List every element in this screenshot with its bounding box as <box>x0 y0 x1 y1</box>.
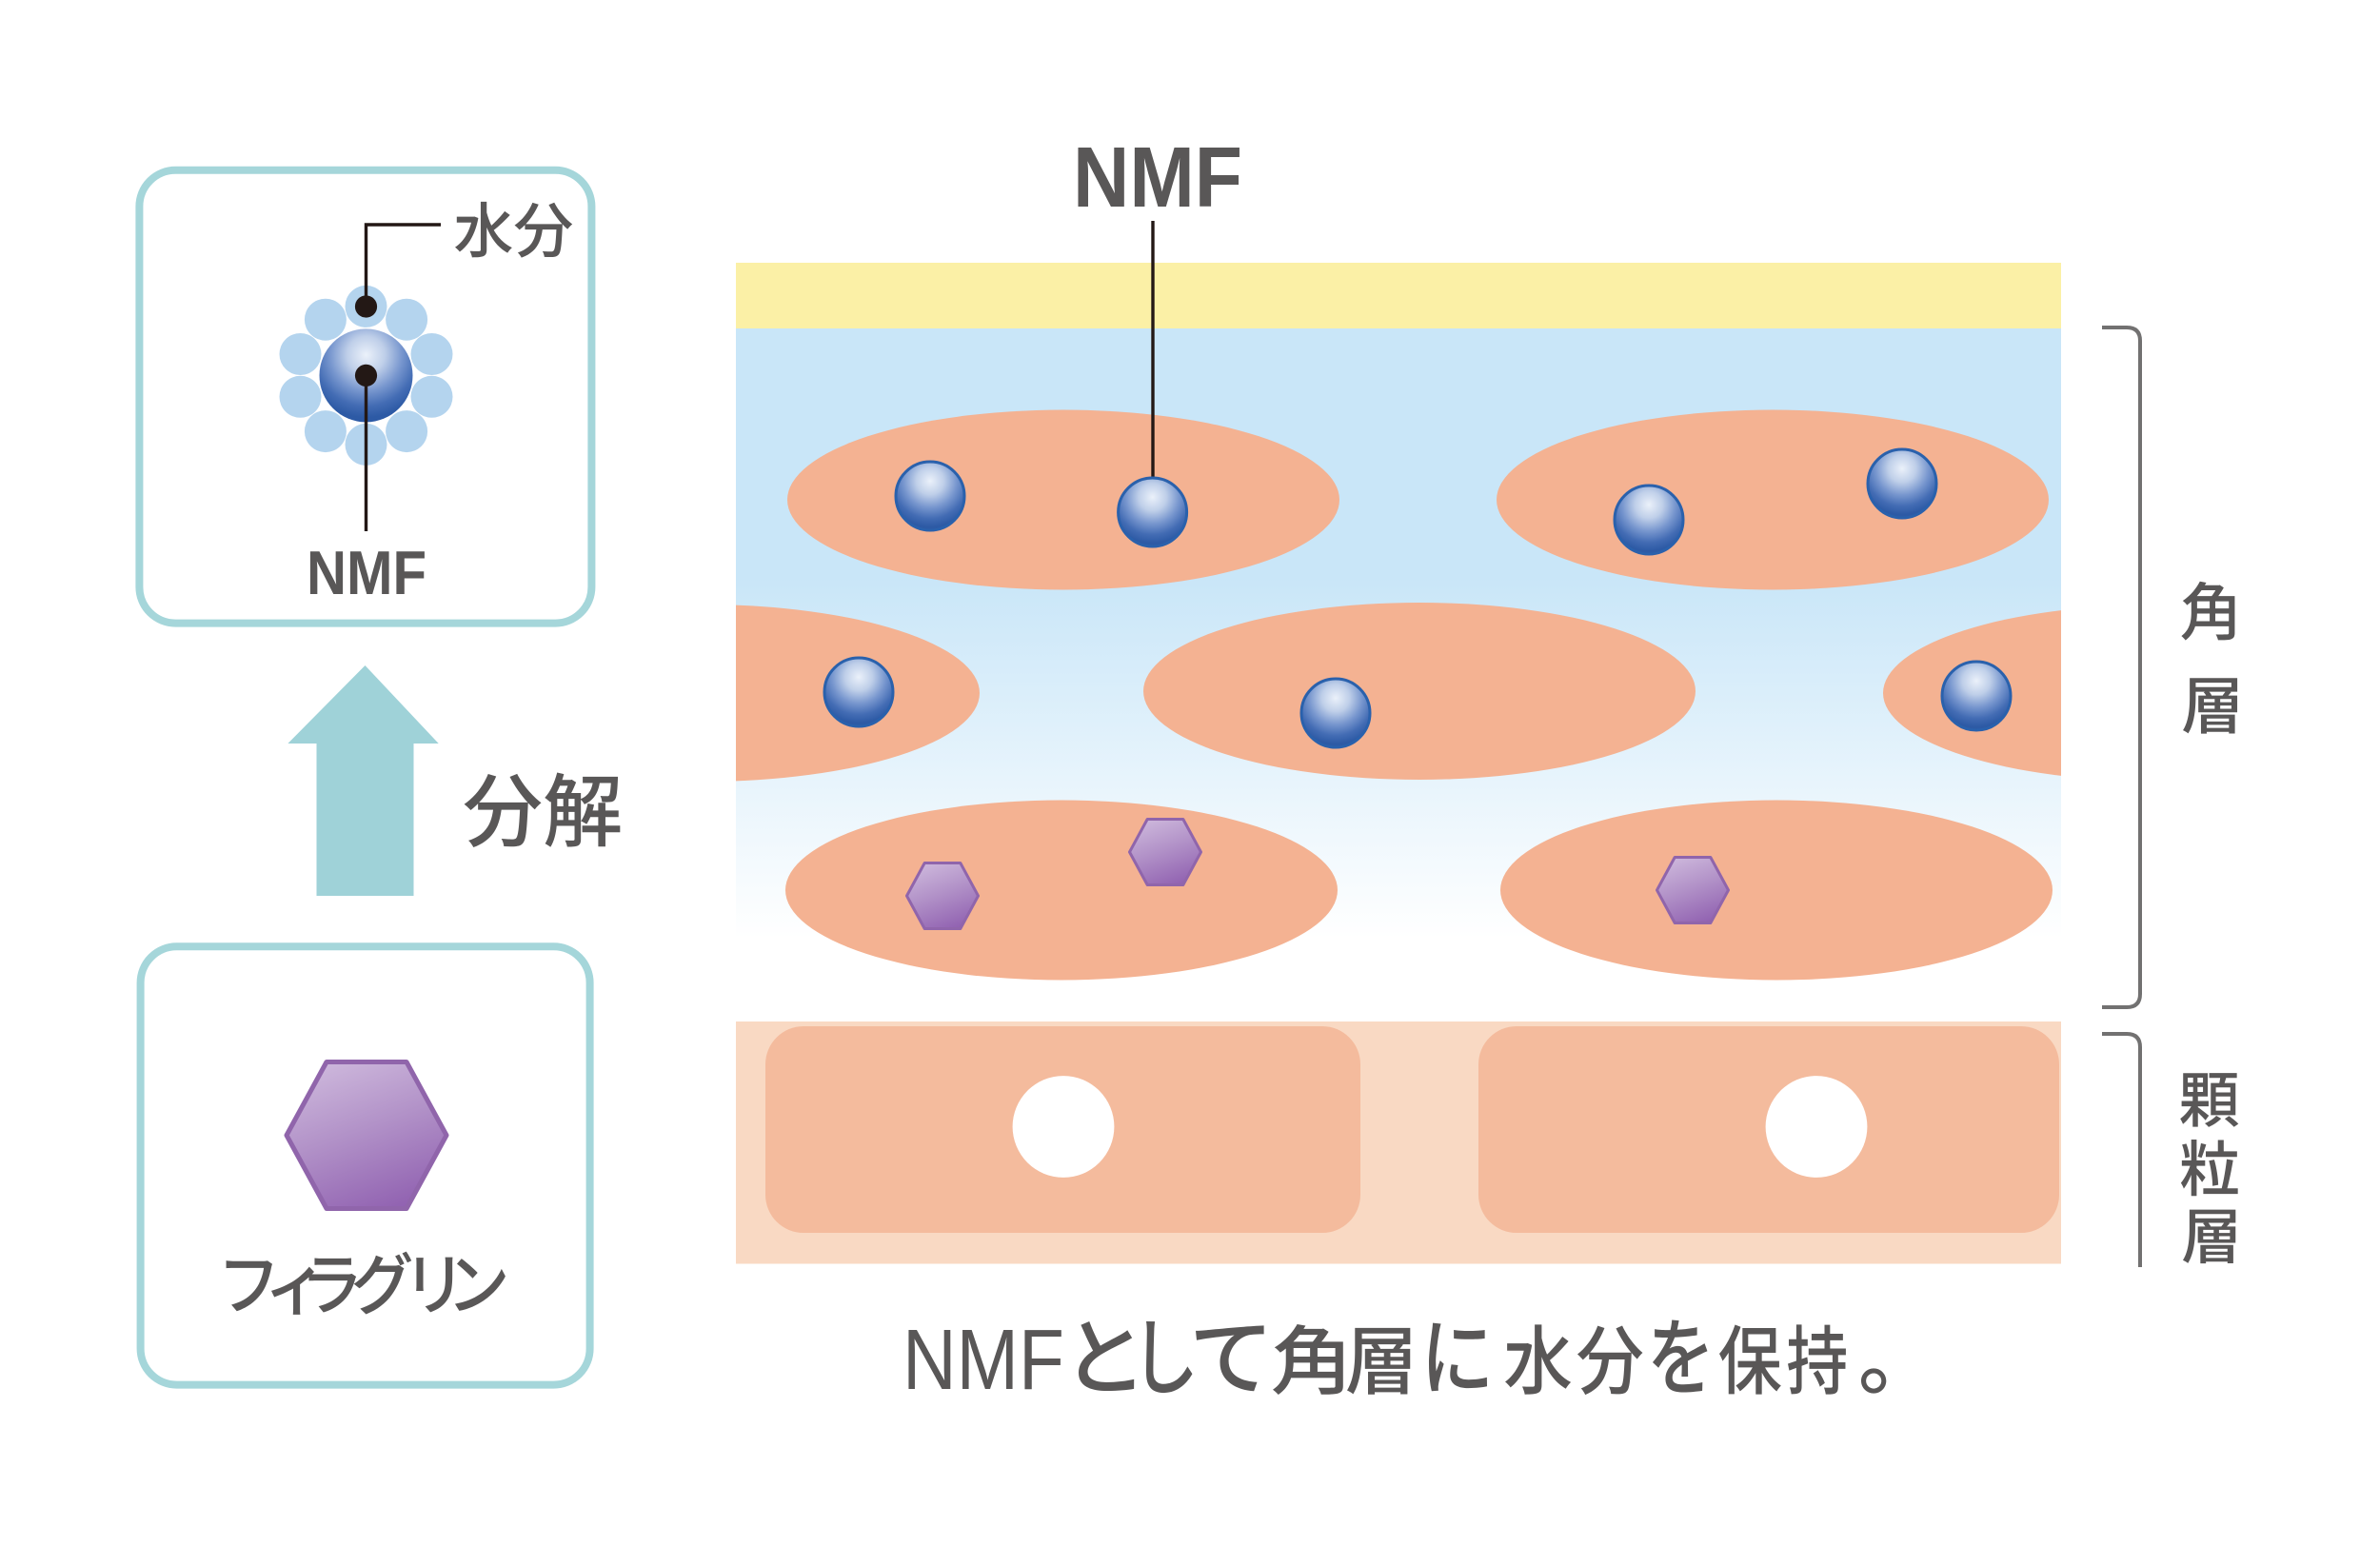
svg-text:NMF: NMF <box>307 538 426 607</box>
svg-text:NMF: NMF <box>1073 130 1242 226</box>
svg-text:NMF: NMF <box>902 1313 1064 1408</box>
